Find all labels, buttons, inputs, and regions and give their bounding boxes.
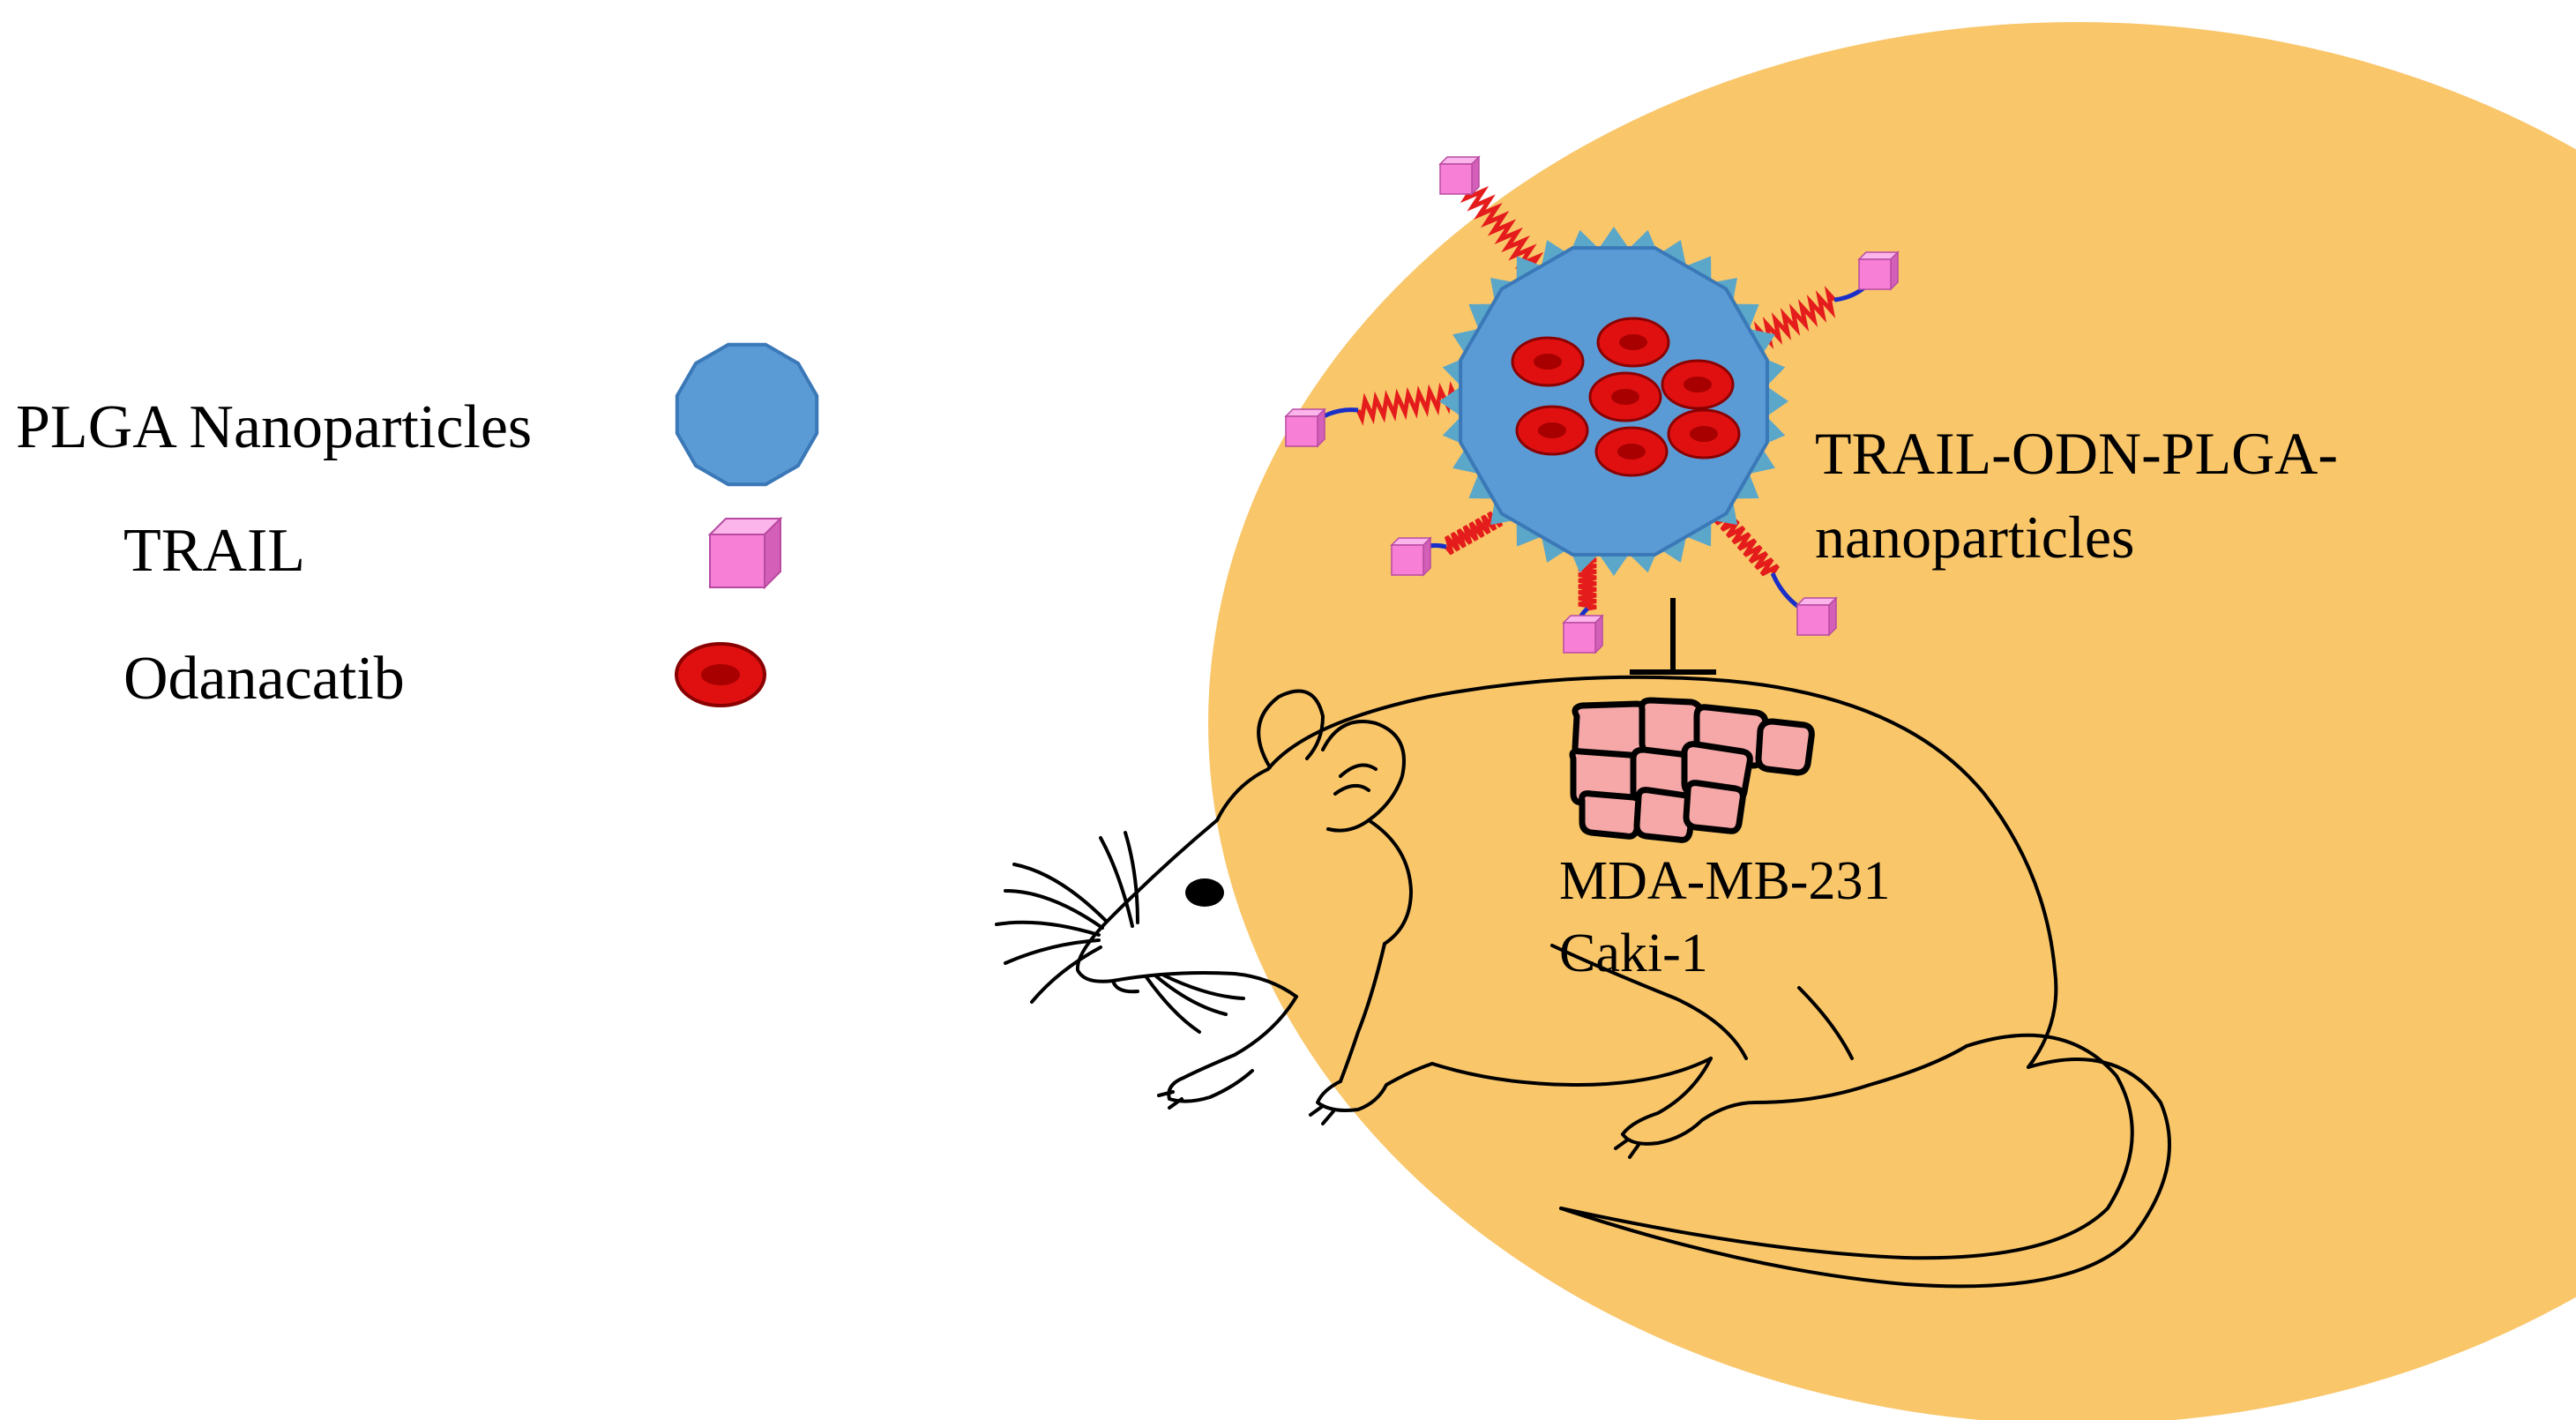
legend-trail-icon [707, 516, 783, 590]
peg-linker [1714, 512, 1780, 577]
nanoparticle-label-line2: nanoparticles [1815, 504, 2135, 571]
peg-linker [1460, 186, 1544, 269]
peg-linker [1753, 285, 1836, 355]
trail-protein [1284, 407, 1326, 448]
odanacatib-molecule [1515, 405, 1589, 456]
mouse-eye [1185, 878, 1224, 907]
trail-protein [1796, 596, 1838, 637]
nanoparticle-arms [1284, 155, 1900, 654]
legend-plga-icon [675, 342, 819, 487]
peg-linker [1355, 381, 1458, 426]
odanacatib-molecule [1667, 408, 1741, 460]
odanacatib-molecule [1588, 371, 1662, 422]
odanacatib-molecule [1661, 359, 1735, 410]
trail-protein [1857, 250, 1900, 291]
nanoparticle-label-line1: TRAIL-ODN-PLGA- [1815, 420, 2339, 487]
legend-label-odanacatib: Odanacatib [123, 645, 405, 713]
odanacatib-molecule [1596, 317, 1670, 368]
odanacatib-molecule [1511, 336, 1585, 387]
inhibition-symbol [1630, 598, 1716, 675]
cell-line-label-2: Caki-1 [1559, 923, 1708, 983]
trail-protein [1390, 536, 1432, 577]
legend-odanacatib-icon [675, 642, 766, 707]
legend-label-plga: PLGA Nanoparticles [16, 393, 533, 461]
trail-protein [1562, 614, 1604, 654]
trail-protein [1438, 155, 1481, 196]
legend-label-trail: TRAIL [123, 517, 306, 585]
tumor-cells [1569, 697, 1815, 843]
mouse-illustration [995, 675, 2171, 1289]
cell-line-label-1: MDA-MB-231 [1559, 851, 1891, 911]
odanacatib-molecule [1594, 426, 1669, 477]
nanoparticle-drugs [1511, 317, 1741, 477]
